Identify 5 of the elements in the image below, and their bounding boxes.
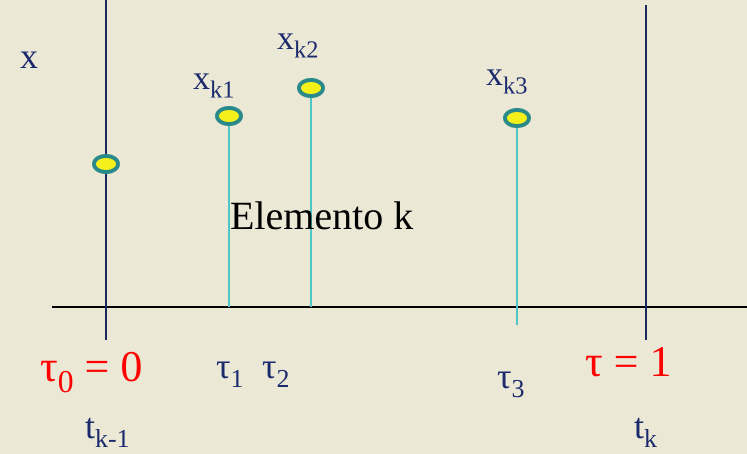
parameter-label: τ = 1 <box>585 340 672 384</box>
axis-label: x <box>20 38 38 74</box>
point-label: x$_{k3}$ <box>486 58 528 92</box>
point-label: x$_{k2}$ <box>277 22 318 56</box>
point-label: x$_{k1}$ <box>193 62 234 96</box>
